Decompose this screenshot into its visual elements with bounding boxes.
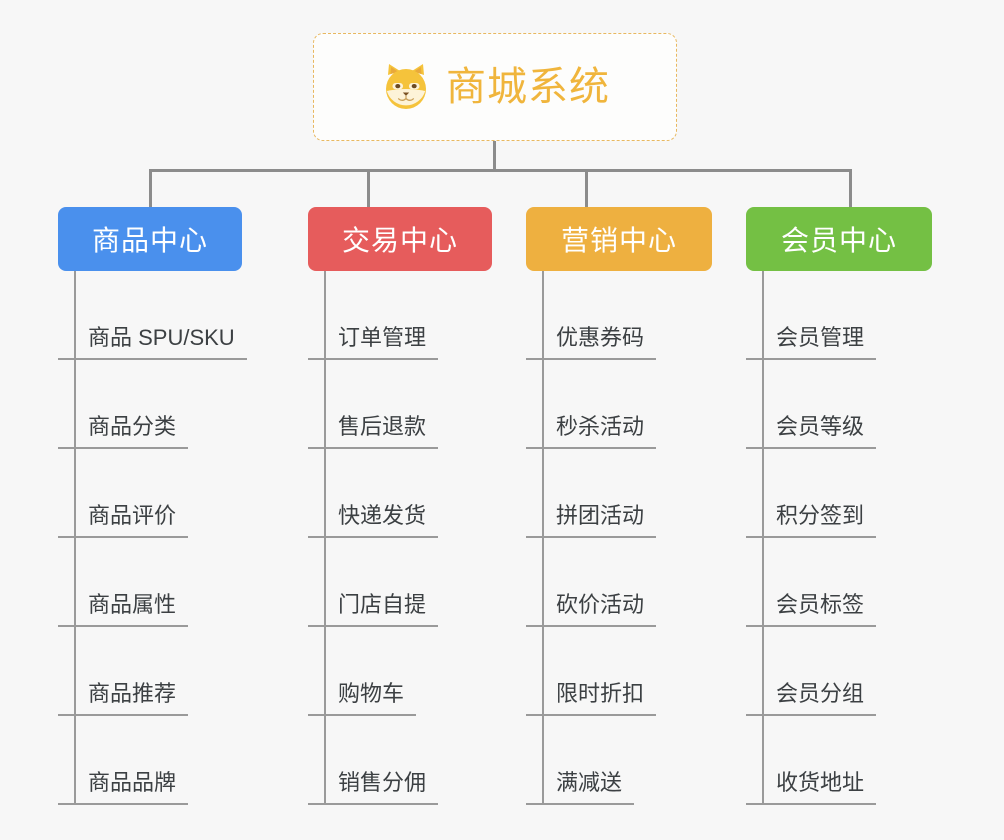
leaf-item[interactable]: 商品属性 (58, 538, 242, 627)
leaf-item[interactable]: 会员分组 (746, 627, 932, 716)
shiba-dog-face-icon (380, 61, 432, 113)
leaf-label: 商品属性 (58, 594, 189, 627)
leaf-label: 优惠券码 (526, 327, 657, 360)
leaf-label: 限时折扣 (526, 683, 657, 716)
leaf-label: 秒杀活动 (526, 416, 657, 449)
leaf-label: 会员标签 (746, 594, 877, 627)
leaf-label: 会员等级 (746, 416, 877, 449)
leaf-trunk (324, 271, 326, 805)
leaf-trunk (542, 271, 544, 805)
leaf-list-product-center: 商品 SPU/SKU 商品分类 商品评价 商品属性 商品推荐 商品品牌 (58, 271, 247, 805)
leaf-item[interactable]: 秒杀活动 (526, 360, 712, 449)
leaf-label: 会员管理 (746, 327, 877, 360)
leaf-item[interactable]: 砍价活动 (526, 538, 712, 627)
leaf-item[interactable]: 积分签到 (746, 449, 932, 538)
connector-drop-2 (367, 169, 370, 209)
branch-header-product-center[interactable]: 商品中心 (58, 207, 242, 271)
branch-product-center: 商品中心 商品 SPU/SKU 商品分类 商品评价 商品属性 商品推荐 商品品牌 (58, 207, 247, 805)
connector-drop-1 (149, 169, 152, 209)
branch-member-center: 会员中心 会员管理 会员等级 积分签到 会员标签 会员分组 收货地址 (746, 207, 932, 805)
leaf-label: 商品推荐 (58, 683, 189, 716)
root-title: 商城系统 (446, 65, 610, 109)
leaf-item[interactable]: 会员标签 (746, 538, 932, 627)
leaf-trunk (762, 271, 764, 805)
leaf-trunk (74, 271, 76, 805)
connector-drop-3 (585, 169, 588, 209)
leaf-label: 购物车 (308, 683, 417, 716)
leaf-item[interactable]: 订单管理 (308, 271, 492, 360)
leaf-item[interactable]: 商品品牌 (58, 716, 242, 805)
leaf-list-trade-center: 订单管理 售后退款 快递发货 门店自提 购物车 销售分佣 (308, 271, 492, 805)
branch-title: 营销中心 (560, 225, 677, 256)
leaf-item[interactable]: 限时折扣 (526, 627, 712, 716)
leaf-label: 门店自提 (308, 594, 439, 627)
leaf-item[interactable]: 会员等级 (746, 360, 932, 449)
leaf-item[interactable]: 优惠券码 (526, 271, 712, 360)
leaf-label: 商品评价 (58, 505, 189, 538)
leaf-label: 商品分类 (58, 416, 189, 449)
leaf-label: 满减送 (526, 772, 635, 805)
leaf-label: 会员分组 (746, 683, 877, 716)
leaf-item[interactable]: 门店自提 (308, 538, 492, 627)
leaf-item[interactable]: 商品 SPU/SKU (58, 271, 247, 360)
leaf-item[interactable]: 会员管理 (746, 271, 932, 360)
leaf-label: 拼团活动 (526, 505, 657, 538)
leaf-item[interactable]: 商品评价 (58, 449, 242, 538)
leaf-label: 积分签到 (746, 505, 877, 538)
branch-title: 商品中心 (91, 225, 208, 256)
root-node-shop-system[interactable]: 商城系统 (313, 33, 677, 141)
branch-title: 交易中心 (341, 225, 458, 256)
leaf-item[interactable]: 销售分佣 (308, 716, 492, 805)
leaf-label: 销售分佣 (308, 772, 439, 805)
leaf-item[interactable]: 收货地址 (746, 716, 932, 805)
branch-marketing-center: 营销中心 优惠券码 秒杀活动 拼团活动 砍价活动 限时折扣 满减送 (526, 207, 712, 805)
leaf-item[interactable]: 购物车 (308, 627, 492, 716)
leaf-label: 商品品牌 (58, 772, 189, 805)
branch-header-trade-center[interactable]: 交易中心 (308, 207, 492, 271)
connector-horizontal-bus (149, 169, 852, 172)
branch-trade-center: 交易中心 订单管理 售后退款 快递发货 门店自提 购物车 销售分佣 (308, 207, 492, 805)
leaf-item[interactable]: 商品推荐 (58, 627, 242, 716)
leaf-list-member-center: 会员管理 会员等级 积分签到 会员标签 会员分组 收货地址 (746, 271, 932, 805)
connector-drop-4 (849, 169, 852, 209)
leaf-label: 砍价活动 (526, 594, 657, 627)
leaf-list-marketing-center: 优惠券码 秒杀活动 拼团活动 砍价活动 限时折扣 满减送 (526, 271, 712, 805)
leaf-item[interactable]: 快递发货 (308, 449, 492, 538)
leaf-item[interactable]: 售后退款 (308, 360, 492, 449)
branch-header-member-center[interactable]: 会员中心 (746, 207, 932, 271)
leaf-label: 订单管理 (308, 327, 439, 360)
leaf-item[interactable]: 拼团活动 (526, 449, 712, 538)
branch-header-marketing-center[interactable]: 营销中心 (526, 207, 712, 271)
leaf-label: 收货地址 (746, 772, 877, 805)
leaf-item[interactable]: 满减送 (526, 716, 712, 805)
branch-title: 会员中心 (780, 225, 897, 256)
connector-root-stem (493, 141, 496, 171)
leaf-label: 商品 SPU/SKU (58, 327, 247, 360)
leaf-item[interactable]: 商品分类 (58, 360, 242, 449)
leaf-label: 快递发货 (308, 505, 439, 538)
leaf-label: 售后退款 (308, 416, 439, 449)
